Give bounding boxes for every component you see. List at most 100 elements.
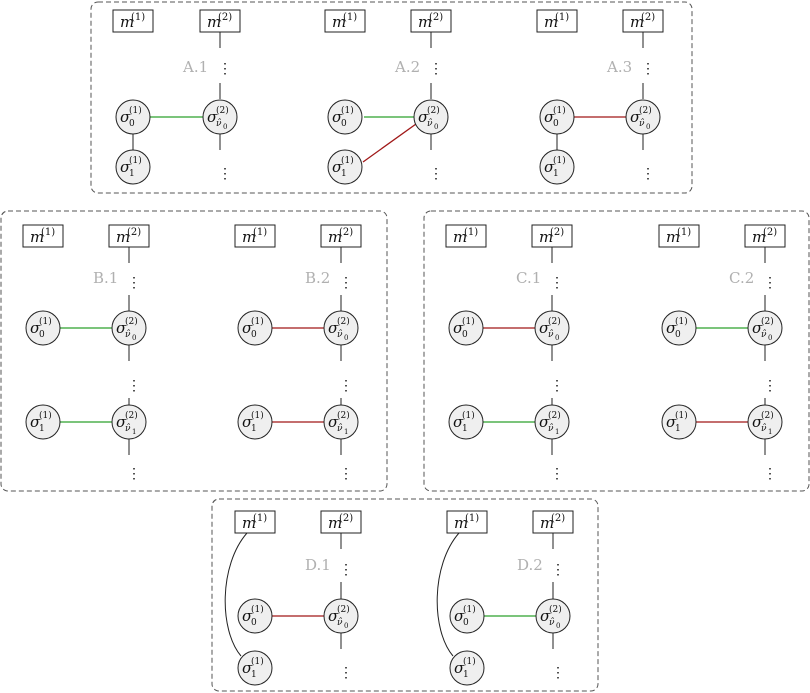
m-superscript: (2) (339, 513, 353, 524)
node-sigma0: σ(1)0 (539, 99, 575, 135)
sigma-sub-index: 0 (555, 334, 559, 342)
sigma-subscript: 1 (251, 670, 257, 680)
m-superscript: (1) (677, 227, 691, 238)
node-sigma1: σ(1)1 (237, 650, 273, 686)
m-superscript: (2) (551, 513, 565, 524)
node-circle (25, 310, 61, 346)
sigma-superscript: (2) (761, 410, 774, 421)
sigma-superscript: (2) (216, 105, 229, 116)
m2-box: m(2) (531, 224, 573, 248)
node-circle (534, 404, 570, 440)
sigma-symbol: σ (454, 607, 465, 625)
sigma-superscript: (1) (251, 316, 264, 327)
node-sigma1: σ(1)1 (661, 404, 697, 440)
node-circle (539, 99, 575, 135)
sigma-symbol: σ (539, 319, 550, 337)
vdots-top: ⋮ (551, 562, 565, 578)
vdots-middle: ⋮ (339, 378, 353, 394)
panel-label-D.2: D.2 (517, 556, 543, 574)
sigma-subscript: ν̂ (761, 423, 767, 434)
node-circle (25, 404, 61, 440)
sigma-subscript: 1 (675, 424, 681, 434)
sigma-subscript: 1 (553, 169, 559, 179)
sigma-symbol: σ (116, 413, 127, 431)
sigma-sub-index: 1 (768, 428, 772, 436)
sigma-symbol: σ (30, 413, 41, 431)
sigma-superscript: (1) (251, 604, 264, 615)
node-sigma1: σ(1)1 (449, 650, 485, 686)
sigma-symbol: σ (544, 108, 555, 126)
m2-box: m(2) (320, 510, 362, 534)
sigma-symbol: σ (120, 108, 131, 126)
sigma-sub-index: 0 (344, 334, 348, 342)
node-circle (237, 404, 273, 440)
sigma-superscript: (1) (462, 316, 475, 327)
node-sigma0: σ(1)0 (448, 310, 484, 346)
node-circle (323, 310, 359, 346)
vdots-top: ⋮ (763, 275, 777, 291)
sigma-subscript: 0 (341, 119, 347, 129)
group-d-frame (211, 498, 599, 692)
m1-box: m(1) (112, 9, 154, 33)
panel-label-D.1: D.1 (305, 556, 331, 574)
m1-box: m(1) (658, 224, 700, 248)
sigma-superscript: (2) (548, 410, 561, 421)
node-circle (625, 99, 661, 135)
m2-box: m(2) (744, 224, 786, 248)
sigma-subscript: ν̂ (337, 329, 343, 340)
sigma-superscript: (1) (463, 604, 476, 615)
sigma-superscript: (1) (251, 410, 264, 421)
m1-box: m(1) (446, 510, 488, 534)
m2-box: m(2) (199, 9, 241, 33)
curve-m1-sigma1 (436, 532, 460, 657)
vdots-middle: ⋮ (763, 378, 777, 394)
group-b-frame (0, 210, 388, 492)
node-sigma1: σ(1)1 (25, 404, 61, 440)
sigma-superscript: (2) (549, 604, 562, 615)
m-symbol: m (242, 228, 256, 246)
m-symbol: m (454, 514, 468, 532)
m1-box: m(1) (324, 9, 366, 33)
m-superscript: (2) (763, 227, 777, 238)
diagram-layer: m(1)m(2)⋮A.1⋮σ(1)0σ(1)1σ(2)ν̂0m(1)m(2)⋮A… (22, 9, 786, 686)
sigma-symbol: σ (752, 413, 763, 431)
sigma-superscript: (2) (761, 316, 774, 327)
sigma-symbol: σ (242, 659, 253, 677)
sigma-subscript: ν̂ (216, 118, 222, 129)
node-sigma1: σ(1)1 (115, 149, 151, 185)
node-sigma1: σ(1)1 (539, 149, 575, 185)
node-sigma1: σ(1)1 (327, 149, 363, 185)
sigma-symbol: σ (539, 413, 550, 431)
vdots-top: ⋮ (429, 61, 443, 77)
m-box-frame (658, 224, 700, 248)
panel-label-B.2: B.2 (305, 269, 330, 287)
m-symbol: m (30, 228, 44, 246)
vdots-bottom: ⋮ (551, 665, 565, 681)
m-box-frame (22, 224, 64, 248)
sigma-sub-index: 1 (132, 428, 136, 436)
sigma-superscript: (1) (341, 105, 354, 116)
node-circle (202, 99, 238, 135)
sigma-symbol: σ (453, 319, 464, 337)
sigma-symbol: σ (242, 413, 253, 431)
sigma-subscript: ν̂ (125, 423, 131, 434)
sigma-superscript: (1) (463, 656, 476, 667)
node-circle (747, 310, 783, 346)
m-superscript: (2) (339, 227, 353, 238)
m2-box: m(2) (108, 224, 150, 248)
node-sigma0: σ(1)0 (115, 99, 151, 135)
sigma-symbol: σ (328, 319, 339, 337)
m1-box: m(1) (445, 224, 487, 248)
node-circle (449, 598, 485, 634)
m-box-frame (234, 510, 276, 534)
m1-box: m(1) (234, 510, 276, 534)
sigma-subscript: 1 (129, 169, 135, 179)
m-symbol: m (539, 228, 553, 246)
m-superscript: (1) (343, 12, 357, 23)
node-sigma-nu0: σ(2)ν̂0 (625, 99, 661, 135)
sigma-symbol: σ (120, 158, 131, 176)
sigma-subscript: 0 (675, 330, 681, 340)
sigma-symbol: σ (666, 413, 677, 431)
group-a-frame (90, 1, 693, 194)
sigma-subscript: 0 (39, 330, 45, 340)
